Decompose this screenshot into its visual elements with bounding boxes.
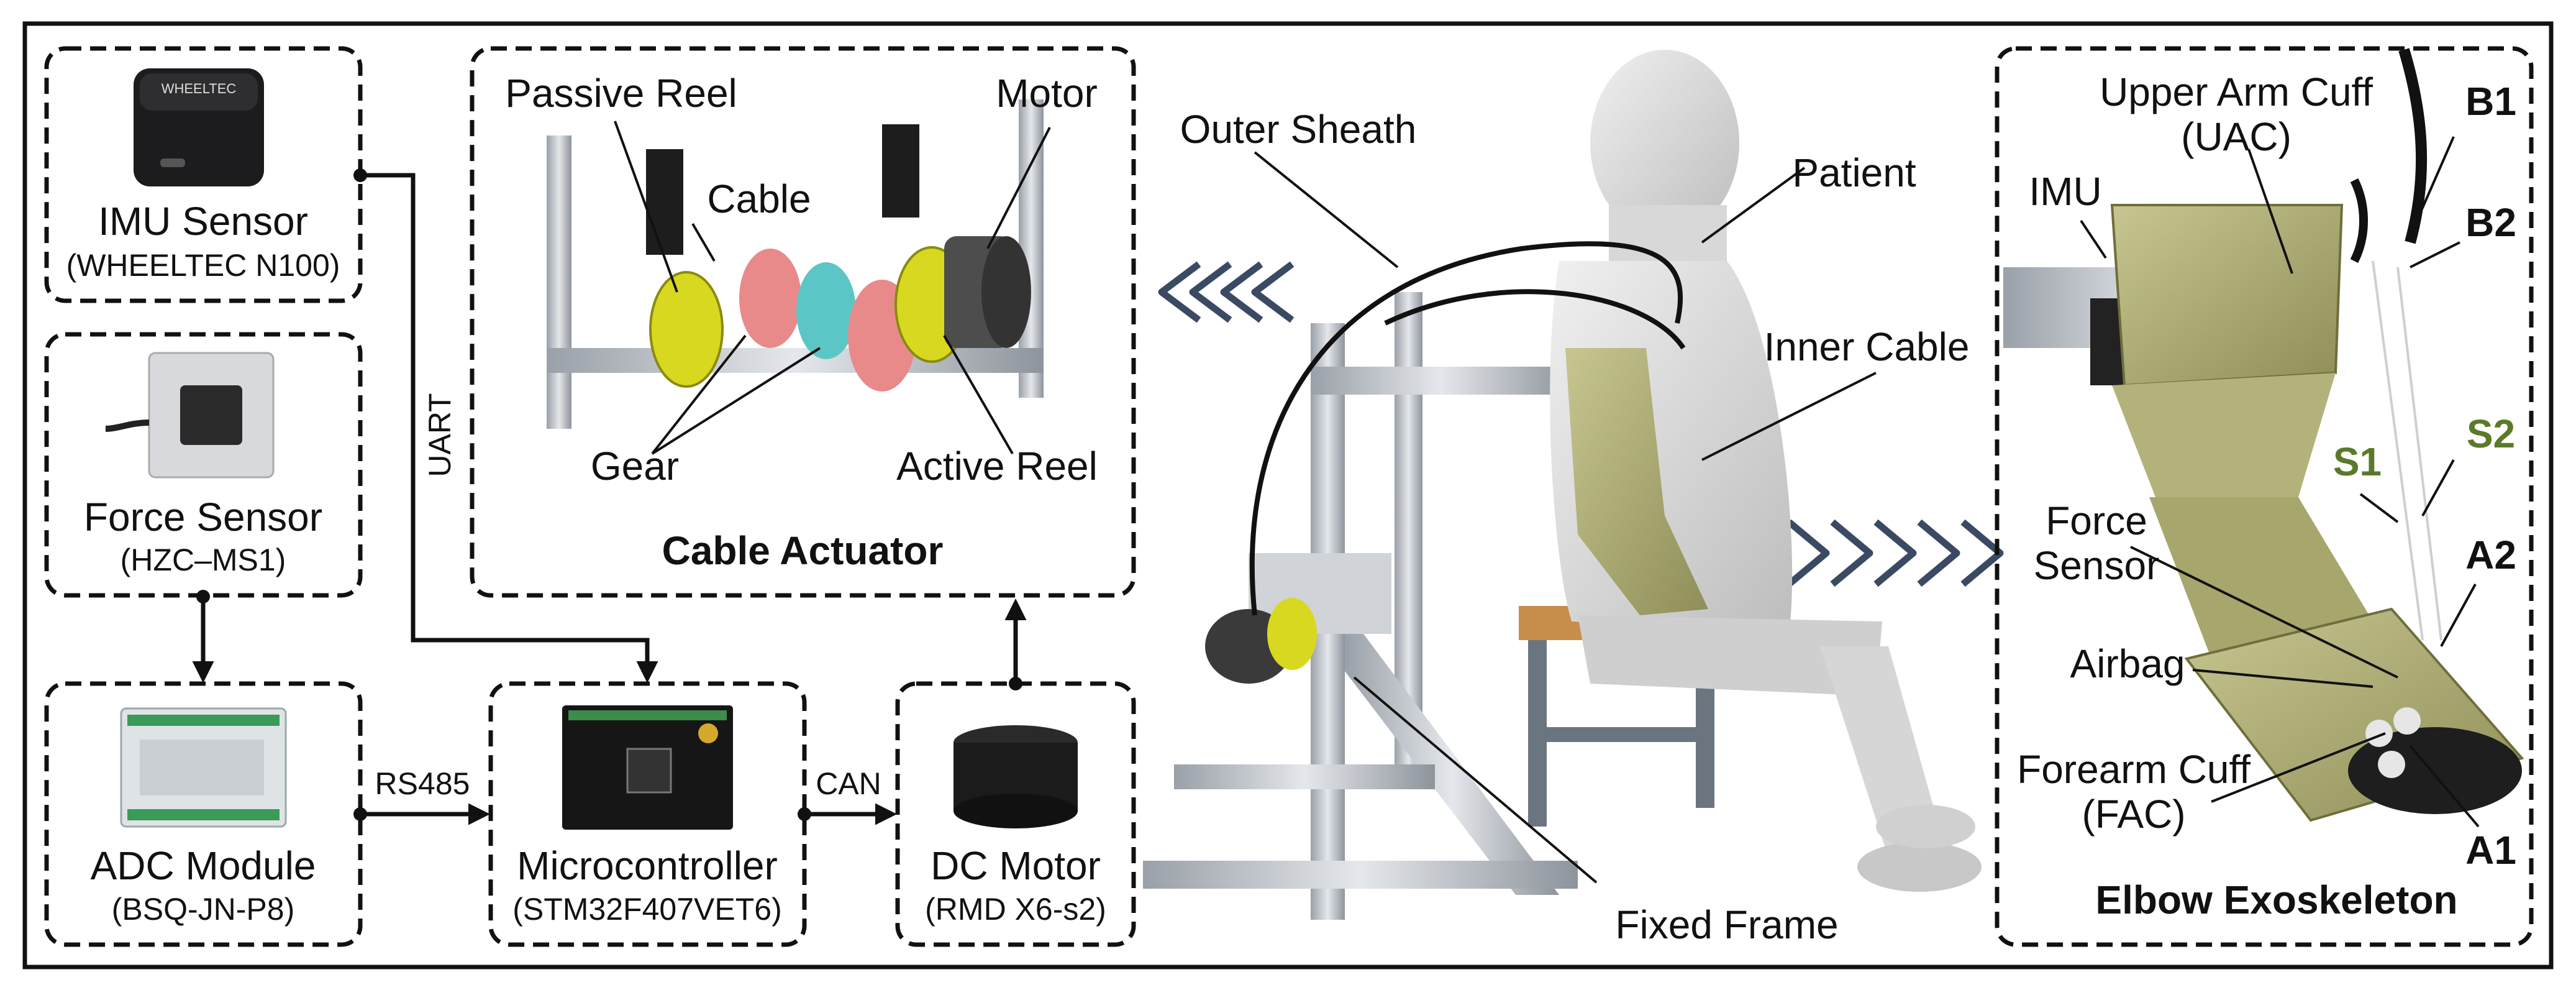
motor-module: DC Motor (RMD X6-s2) bbox=[895, 681, 1136, 947]
rs485-label: RS485 bbox=[375, 766, 470, 801]
cable-actuator-panel: Passive Reel Motor Cable Gear Active Ree… bbox=[470, 46, 1136, 598]
adc-module-model: (BSQ-JN-P8) bbox=[112, 892, 294, 927]
s2-label: S2 bbox=[2467, 411, 2515, 456]
uart-label: UART bbox=[422, 393, 457, 477]
gear-label: Gear bbox=[591, 444, 679, 488]
svg-text:WHEELTEC: WHEELTEC bbox=[162, 81, 237, 96]
inner-cable-label: Inner Cable bbox=[1764, 324, 1970, 369]
mcu-board-image bbox=[562, 705, 733, 830]
imu-sensor-label: IMU Sensor bbox=[98, 199, 308, 244]
force-sensor-model: (HZC–MS1) bbox=[121, 543, 286, 577]
force-sensor-label-line2: Sensor bbox=[2034, 543, 2160, 588]
setup-render bbox=[1143, 50, 1982, 920]
force-sensor-label: Force Sensor bbox=[84, 495, 322, 539]
outer-sheath-label: Outer Sheath bbox=[1180, 107, 1417, 152]
force-sensor-image bbox=[105, 352, 275, 479]
microcontroller-label: Microcontroller bbox=[517, 843, 778, 888]
microcontroller-model: (STM32F407VET6) bbox=[512, 892, 781, 927]
connector-dots bbox=[196, 168, 1022, 821]
a2-label: A2 bbox=[2465, 533, 2516, 577]
active-reel-label: Active Reel bbox=[896, 444, 1098, 488]
uart-connector bbox=[360, 173, 658, 683]
force-module: Force Sensor (HZC–MS1) bbox=[44, 332, 363, 598]
imu-sensor-model: (WHEELTEC N100) bbox=[66, 248, 340, 283]
adc-module-label: ADC Module bbox=[91, 843, 316, 888]
setup-leader-lines bbox=[1254, 151, 1877, 884]
actuator-leader-lines bbox=[614, 121, 1051, 455]
airbag-label: Airbag bbox=[2070, 641, 2185, 686]
adc-device-image bbox=[120, 707, 287, 828]
dc-motor-label: DC Motor bbox=[931, 843, 1101, 888]
elbow-exoskeleton-panel: Upper Arm Cuff (UAC) IMU B1 B2 S1 S2 For… bbox=[1995, 46, 2534, 947]
outer-frame bbox=[22, 21, 2554, 969]
dc-motor-image bbox=[953, 725, 1078, 828]
mcu-module: Microcontroller (STM32F407VET6) bbox=[488, 681, 807, 947]
fac-label-line2: (FAC) bbox=[2082, 792, 2185, 836]
imu-module: WHEELTEC IMU Sensor (WHEELTEC N100) bbox=[44, 46, 363, 303]
connectors bbox=[192, 173, 1027, 825]
exo-leader-lines bbox=[2080, 136, 2480, 828]
a1-label: A1 bbox=[2465, 828, 2516, 873]
b1-label: B1 bbox=[2465, 79, 2516, 124]
elbow-exoskeleton-title: Elbow Exoskeleton bbox=[2095, 878, 2457, 922]
uac-label-line1: Upper Arm Cuff bbox=[2100, 70, 2373, 114]
cable-actuator-title: Cable Actuator bbox=[662, 528, 944, 573]
adc-module: ADC Module (BSQ-JN-P8) bbox=[44, 681, 363, 947]
fixed-frame-label: Fixed Frame bbox=[1615, 902, 1838, 947]
passive-reel-label: Passive Reel bbox=[505, 71, 737, 116]
dc-motor-model: (RMD X6-s2) bbox=[925, 892, 1106, 927]
uac-label-line2: (UAC) bbox=[2181, 114, 2292, 159]
force-sensor-label-line1: Force bbox=[2046, 498, 2147, 543]
patient-label: Patient bbox=[1792, 150, 1916, 195]
actuator-render bbox=[547, 68, 1044, 466]
imu-device-image: WHEELTEC bbox=[134, 68, 264, 186]
can-label: CAN bbox=[816, 766, 881, 801]
chevrons-left bbox=[1158, 261, 1295, 323]
b2-label: B2 bbox=[2465, 200, 2516, 245]
exo-render bbox=[2003, 48, 2524, 822]
fac-label-line1: Forearm Cuff bbox=[2017, 747, 2251, 792]
s1-label: S1 bbox=[2333, 439, 2382, 484]
cable-label: Cable bbox=[707, 176, 811, 221]
imu-label: IMU bbox=[2029, 169, 2101, 214]
motor-label: Motor bbox=[996, 71, 1098, 116]
